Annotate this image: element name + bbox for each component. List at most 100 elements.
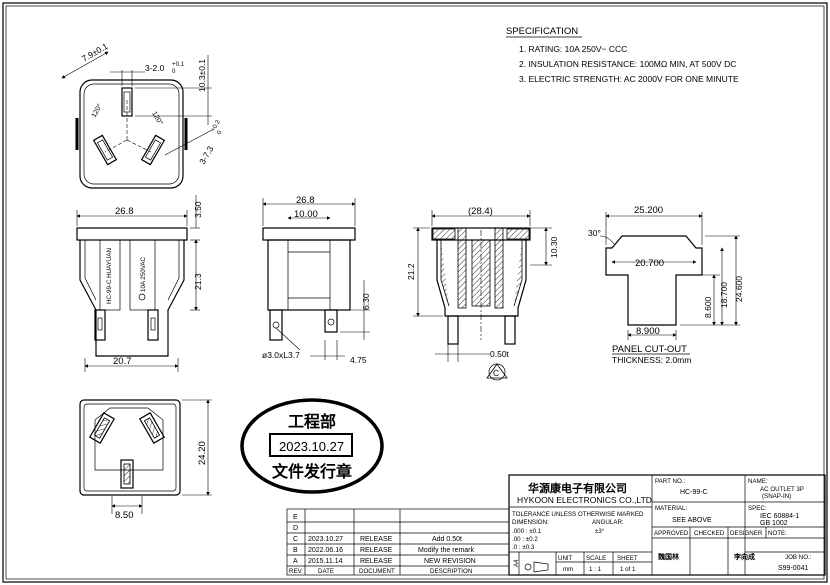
job-no: S99-0041 (778, 565, 808, 572)
dimension-label: DIMENSION: (512, 519, 549, 526)
stamp-date: 2023.10.27 (279, 439, 344, 454)
top-view: 120° 120° 7.9±0.1 3-2.0 +0.1 0 10.3±0.1 … (61, 41, 224, 189)
rev-row-b-doc: RELEASE (360, 547, 393, 554)
dim-top-width: 7.9±0.1 (80, 41, 110, 64)
spec-heading: SPECIFICATION (506, 26, 578, 37)
bottom-view: 24.20 8.50 (79, 399, 212, 521)
spec-item-2: 2. INSULATION RESISTANCE: 100MΩ MIN, AT … (519, 59, 736, 69)
spec-line-1: IEC 60884-1 (760, 513, 799, 520)
rev-row-c-rev: C (293, 536, 298, 543)
job-no-label: JOB NO.: (785, 554, 812, 561)
designer-label: DESIGNER (730, 530, 763, 537)
front-view: HC-99-C HUAYUAN 10A 250VAC 26.8 3.50 21.… (76, 195, 203, 372)
side-body (267, 239, 351, 311)
rev-row-c-date: 2023.10.27 (308, 536, 343, 543)
rev-row-a-date: 2015.11.14 (308, 558, 343, 565)
dim-side-width: 26.8 (296, 195, 315, 206)
rev-row-b-desc: Modify the remark (418, 547, 475, 554)
dim-section-width: (28.4) (468, 206, 493, 217)
unit-label: UNIT (558, 555, 573, 562)
part-no-label: PART NO.: (655, 478, 686, 485)
section-view: (28.4) 21.2 10.30 0.50t C (406, 206, 559, 381)
revision-table: E D C 2023.10.27 RELEASE Add 0.50t B 202… (286, 508, 510, 576)
dim-bottom-height: 24.20 (197, 441, 208, 465)
svg-text:+0.1: +0.1 (172, 61, 185, 68)
tolerance-label: TOLERANCE UNLESS OTHERWISE MARKED (512, 511, 644, 518)
rev-header-rev: REV. (289, 568, 303, 575)
approved-signature: 魏国林 (657, 552, 680, 561)
cutout-outline (605, 235, 703, 326)
rev-header-doc: DOCUMENT (359, 568, 395, 575)
dim-cutout-mid: 20.700 (635, 258, 664, 269)
side-view: 26.8 10.00 6.30 ø3.0xL3.7 4.75 (262, 195, 371, 365)
rev-row-d-rev: D (293, 525, 298, 532)
dim-side-inner: 10.00 (294, 209, 318, 220)
projection-icon (533, 561, 549, 573)
specification-block: SPECIFICATION 1. RATING: 10A 250V~ CCC 2… (506, 26, 739, 84)
dim-side-hole: ø3.0xL3.7 (262, 350, 300, 360)
name-line-2: (SNAP-IN) (762, 493, 791, 500)
rev-row-a-rev: A (293, 558, 298, 565)
dim-cutout-top: 25.200 (634, 205, 663, 216)
company-cn: 华源康电子有限公司 (528, 481, 627, 495)
rev-row-c-desc: Add 0.50t (432, 536, 462, 543)
spec-item-1: 1. RATING: 10A 250V~ CCC (519, 44, 627, 54)
note-label: NOTE: (768, 530, 787, 537)
dim-front-width: 26.8 (115, 206, 134, 217)
rev-row-b-date: 2022.06.16 (308, 547, 343, 554)
dim-side-pin: 6.30 (361, 293, 371, 310)
approved-label: APPROVED (654, 530, 689, 537)
dim-flange: 3.50 (193, 201, 203, 218)
section-body (436, 240, 527, 317)
panel-cutout: 25.200 20.700 8.900 30° 8.600 18.700 24.… (588, 205, 744, 365)
sheet-value: 1 of 1 (620, 566, 636, 573)
scale-value: 1 : 1 (589, 566, 602, 573)
name-line-1: AC OUTLET 3P (760, 486, 804, 493)
dim-pin-gap: 3-2.0 (145, 63, 165, 73)
pin-left (92, 134, 118, 166)
name-label: NAME: (748, 478, 768, 485)
spec-line-2: GB 1002 (760, 520, 788, 527)
dim-section-height: 21.2 (406, 263, 416, 280)
company-en: HYKOON ELECTRONICS CO.,LTD (517, 495, 652, 505)
front-rating-label: 10A 250VAC (140, 256, 147, 292)
scale-label: SCALE (586, 555, 606, 562)
cutout-thickness: THICKNESS: 2.0mm (612, 355, 691, 365)
bottom-outline (79, 399, 181, 496)
front-flange (76, 227, 188, 241)
tol-line-2: .00 : ±0.2 (512, 536, 538, 543)
part-no: HC-99-C (680, 489, 708, 496)
svg-text:0: 0 (172, 68, 176, 75)
rev-row-b-rev: B (293, 547, 298, 554)
rev-header-desc: DESCRIPTION (430, 568, 472, 575)
rev-row-a-doc: RELEASE (360, 558, 393, 565)
dim-cutout-angle: 30° (588, 228, 601, 238)
unit-value: mm (563, 566, 573, 573)
front-body (79, 240, 185, 357)
stamp-line1: 工程部 (288, 412, 336, 431)
spec-label: SPEC: (748, 505, 767, 512)
title-block: 华源康电子有限公司 HYKOON ELECTRONICS CO.,LTD TOL… (508, 474, 826, 576)
rev-row-c-doc: RELEASE (360, 536, 393, 543)
designer-signature: 李向成 (733, 552, 755, 561)
angular-tol: ±3° (595, 528, 605, 535)
dim-cutout-h3: 24.600 (734, 276, 744, 302)
dim-cutout-h1: 8.600 (703, 296, 713, 318)
material-label: MATERIAL: (655, 505, 687, 512)
dim-bottom-width: 8.50 (115, 510, 134, 521)
svg-text:120°: 120° (150, 110, 164, 127)
dim-pin-length: 10.3±0.1 (197, 59, 207, 92)
spec-item-3: 3. ELECTRIC STRENGTH: AC 2000V FOR ONE M… (519, 74, 739, 84)
svg-text:120°: 120° (90, 102, 104, 119)
sheet-size: A4 (513, 559, 520, 567)
side-flange (262, 227, 356, 241)
material-value: SEE ABOVE (672, 517, 712, 524)
dim-cutout-bottom: 8.900 (636, 326, 660, 337)
sheet-inner-border (5, 5, 825, 580)
dim-section-thickness: 0.50t (490, 349, 510, 359)
pin-right (140, 134, 166, 166)
release-stamp: 工程部 2023.10.27 文件发行章 (240, 398, 384, 494)
